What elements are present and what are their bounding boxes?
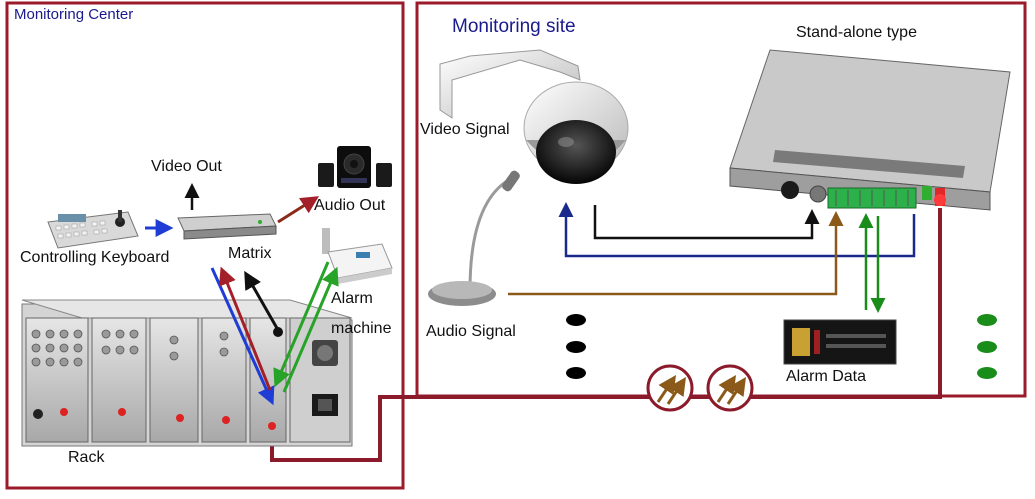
video-out-label: Video Out	[151, 158, 222, 175]
alarm-data-label: Alarm Data	[786, 368, 866, 385]
stand-alone-label: Stand-alone type	[796, 24, 917, 41]
monitoring-center-frame	[5, 1, 405, 490]
controlling-keyboard-label: Controlling Keyboard	[20, 249, 169, 266]
control-signal-line	[558, 202, 916, 258]
alarm-machine-label-line1: Alarm	[331, 290, 373, 307]
site-title: Monitoring site	[452, 16, 576, 37]
center-title: Monitoring Center	[14, 6, 133, 23]
matrix-audio-out-arrow	[277, 196, 320, 224]
rack-black-arrow	[244, 270, 280, 331]
audio-signal-label: Audio Signal	[426, 323, 516, 340]
dome-camera-icon	[439, 49, 629, 184]
rack-to-alarm-arrow	[282, 266, 339, 393]
fiber-link-line	[270, 208, 942, 462]
fiber-arrow-icon	[646, 364, 694, 412]
continuation-dots-green	[977, 314, 997, 379]
video-matrix-icon	[177, 213, 277, 240]
controller-keyboard-icon	[47, 210, 139, 249]
speaker-set-icon	[318, 146, 392, 188]
audio-signal-line	[508, 211, 844, 296]
rack-blue-arrow	[210, 267, 275, 406]
microphone-icon	[428, 170, 520, 306]
matrix-label: Matrix	[228, 245, 272, 262]
audio-out-label: Audio Out	[314, 197, 386, 214]
video-signal-line	[593, 205, 820, 240]
continuation-dots-black	[566, 314, 586, 379]
rack-red-arrow	[218, 266, 272, 391]
rack-label: Rack	[68, 449, 105, 466]
fiber-converter-icon	[729, 49, 1011, 211]
alarm-machine-icon	[322, 228, 393, 284]
equipment-rack-icon	[21, 299, 353, 447]
rack-black-connector	[273, 327, 283, 337]
alarm-panel-icon	[783, 319, 897, 365]
video-signal-label: Video Signal	[420, 121, 510, 138]
alarm-to-rack-arrow	[273, 261, 330, 388]
alarm-machine-label-line2: machine	[331, 320, 392, 337]
fiber-arrow-icon-2	[706, 364, 754, 412]
